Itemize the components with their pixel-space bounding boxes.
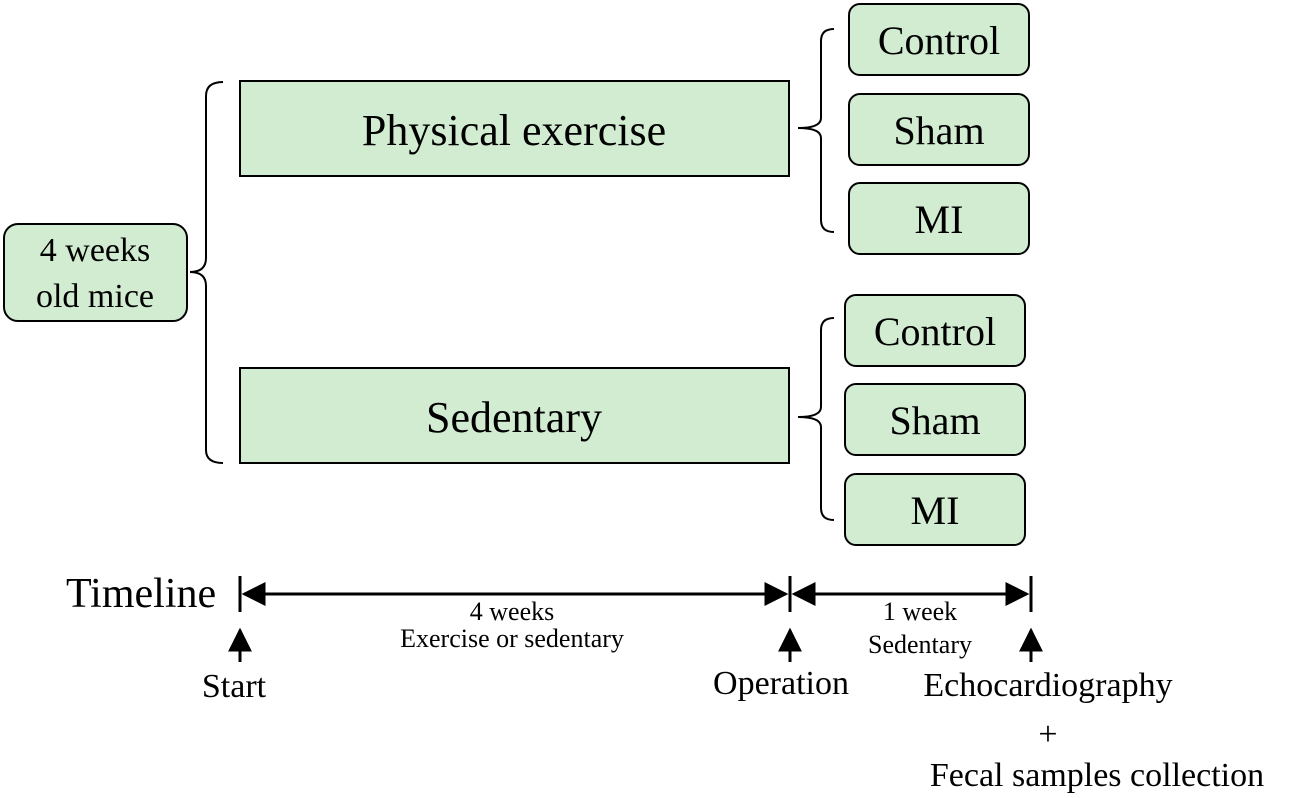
sedentary-subgroup-sham-label: Sham: [889, 398, 980, 443]
group-sedentary-node: Sedentary: [239, 367, 790, 464]
exercise-subgroup-sham-label: Sham: [893, 108, 984, 153]
main-bracket: [189, 81, 224, 464]
timeline-label: Timeline: [66, 571, 216, 617]
exercise-subgroup-control: Control: [848, 3, 1030, 76]
event-echo-label: Echocardiography: [923, 667, 1172, 704]
exercise-subgroup-bracket: [797, 28, 835, 233]
timeline-period2-duration: 1 week: [883, 597, 957, 626]
origin-node: 4 weeks old mice: [3, 223, 188, 322]
sedentary-subgroup-mi-label: MI: [911, 488, 960, 533]
group-exercise-node: Physical exercise: [239, 80, 790, 177]
event-plus-label: +: [1038, 716, 1057, 753]
event-operation-label: Operation: [713, 665, 849, 702]
timeline-period1-duration: 4 weeks: [470, 597, 554, 626]
origin-label-line2: old mice: [36, 278, 154, 315]
sedentary-subgroup-bracket: [797, 317, 835, 521]
sedentary-subgroup-control-label: Control: [874, 309, 996, 354]
event-fecal-label: Fecal samples collection: [930, 757, 1264, 794]
group-sedentary-label: Sedentary: [426, 393, 602, 442]
exercise-subgroup-mi-label: MI: [915, 197, 964, 242]
origin-label-line1: 4 weeks: [40, 232, 150, 269]
sedentary-subgroup-mi: MI: [844, 473, 1026, 546]
timeline-period1-activity: Exercise or sedentary: [400, 624, 624, 653]
timeline-period2-activity: Sedentary: [868, 630, 972, 659]
group-exercise-label: Physical exercise: [362, 106, 666, 155]
event-start-label: Start: [202, 668, 267, 705]
exercise-subgroup-mi: MI: [848, 182, 1030, 255]
exercise-subgroup-control-label: Control: [878, 18, 1000, 63]
sedentary-subgroup-sham: Sham: [844, 383, 1026, 456]
exercise-subgroup-sham: Sham: [848, 93, 1030, 166]
sedentary-subgroup-control: Control: [844, 294, 1026, 367]
